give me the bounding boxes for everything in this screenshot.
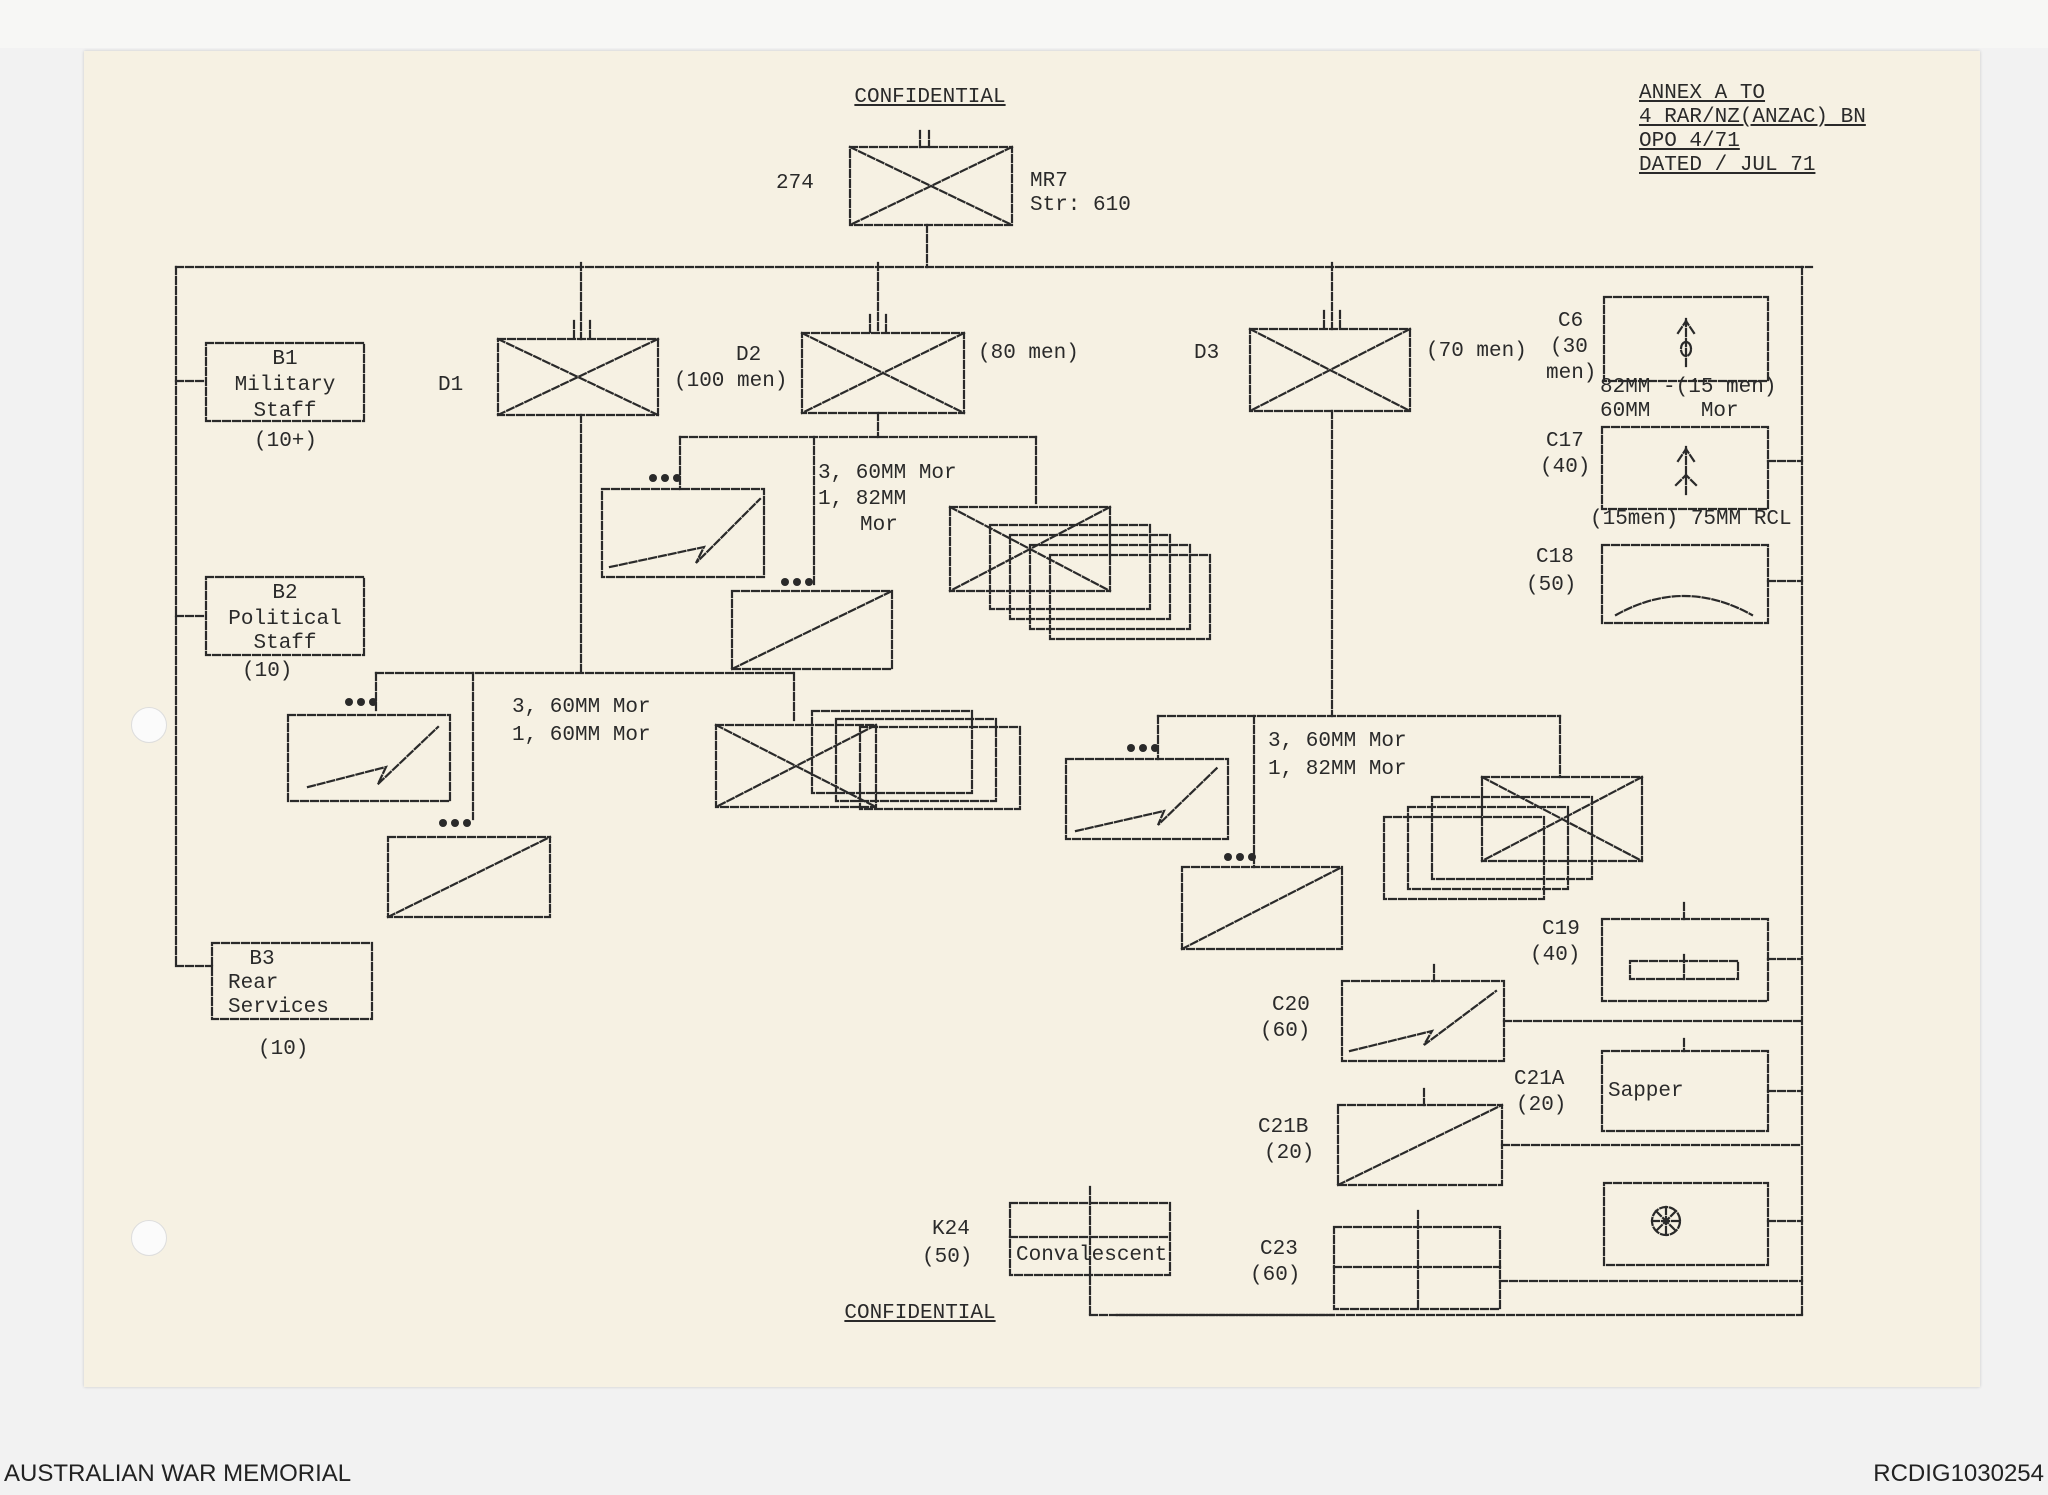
c18-count: (50) [1526,574,1577,597]
archive-footer: AUSTRALIAN WAR MEMORIAL RCDIG1030254 [0,1448,2048,1488]
hq-strength: Str: 610 [1030,194,1131,217]
d3-weapons-2: 1, 82MM Mor [1268,758,1407,781]
punch-hole-top [131,707,167,743]
k24-code: K24 [932,1218,970,1241]
b2-box [204,575,366,657]
d2-men: (100 men) [674,370,788,393]
d2-weapons-2: 1, 82MM [818,488,907,511]
org-chart-diagram [174,129,1814,1317]
d1-rifle-coys-box [714,723,878,809]
c6-note-1: 82MM -(15 men) [1600,376,1777,399]
annex-line-4: DATED / JUL 71 [1639,154,1816,177]
c20-count: (60) [1260,1020,1311,1043]
c19-code: C19 [1542,918,1580,941]
annex-line-1: ANNEX A TO [1639,82,1766,105]
d2-mortar-box [730,589,894,671]
b1-code: B1 [272,348,298,371]
d3-men: (70 men) [1426,340,1527,363]
c18-code: C18 [1536,546,1574,569]
d2-signal-box [600,487,766,579]
c6-count-2: men) [1546,362,1597,385]
c19-count: (40) [1530,944,1581,967]
d3-weapons-1: 3, 60MM Mor [1268,730,1407,753]
d1-mortar-box [386,835,552,919]
d2-right-men: (80 men) [978,342,1079,365]
punch-hole-bottom [131,1220,167,1256]
d3-label: D3 [1194,342,1220,365]
b3-box [210,941,374,1021]
b1-name-2: Staff [253,400,317,423]
c21b-count: (20) [1264,1142,1315,1165]
c6-note-2: 60MM Mor [1600,400,1739,423]
d1-box [496,337,660,417]
footer-confidential: CONFIDENTIAL [844,1302,996,1325]
c20-box [1340,979,1506,1063]
d2-label: D2 [736,344,762,367]
c23-count: (60) [1250,1264,1301,1287]
b2-name-1: Political [228,608,342,631]
b2-count: (10) [242,660,293,683]
b1-box [204,341,366,423]
c23-code: C23 [1260,1238,1298,1261]
d2-box [800,331,966,415]
scan-top-strip [0,0,2048,48]
c17-code: C17 [1546,430,1584,453]
c21b-code: C21B [1258,1116,1309,1139]
b2-name-2: Staff [253,632,317,655]
c17-count: (40) [1540,456,1591,479]
d1-weapons-2: 1, 60MM Mor [512,724,651,747]
footer-institution: AUSTRALIAN WAR MEMORIAL [4,1460,352,1487]
d3-mortar-box [1180,865,1344,951]
d3-rifle-coys-box [1480,775,1644,863]
c21a-code: C21A [1514,1068,1565,1091]
hq-box [848,145,1014,227]
c22-box [1602,1181,1770,1267]
k24-count: (50) [922,1246,973,1269]
c17-note: (15men) 75MM RCL [1590,508,1792,531]
annex-line-2: 4 RAR/NZ(ANZAC) BN [1639,106,1866,129]
b3-name-1: Rear [228,972,279,995]
header-confidential: CONFIDENTIAL [854,86,1006,109]
b1-name-1: Military [234,374,336,397]
d3-box [1248,327,1412,413]
document-sheet: CONFIDENTIAL ANNEX A TO 4 RAR/NZ(ANZAC) … [84,51,1980,1387]
c17-box [1600,425,1770,511]
hq-left-label: 274 [776,172,814,195]
d2-weapons-3: Mor [860,514,898,537]
c21a-count: (20) [1516,1094,1567,1117]
c18-box [1600,543,1770,625]
d1-weapons-1: 3, 60MM Mor [512,696,651,719]
d3-signal-box [1064,757,1230,841]
c6-count-1: (30 [1550,336,1588,359]
annex-line-3: OPO 4/71 [1639,130,1740,153]
c20-code: C20 [1272,994,1310,1017]
b1-count: (10+) [254,430,318,453]
hq-right-label: MR7 [1030,170,1068,193]
d1-label: D1 [438,374,464,397]
b3-name-2: Services [228,996,329,1019]
d2-weapons-1: 3, 60MM Mor [818,462,957,485]
b3-code: B3 [249,948,275,971]
d2-rifle-coys-box [948,505,1112,593]
c6-code: C6 [1558,310,1584,333]
c6-box [1602,295,1770,383]
footer-catalog-id: RCDIG1030254 [1873,1460,2044,1487]
k24-box-text: Convalescent [1016,1244,1168,1267]
b3-count: (10) [258,1038,309,1061]
b2-code: B2 [272,582,298,605]
d1-signal-box [286,713,452,803]
c21a-box-text: Sapper [1608,1080,1684,1103]
